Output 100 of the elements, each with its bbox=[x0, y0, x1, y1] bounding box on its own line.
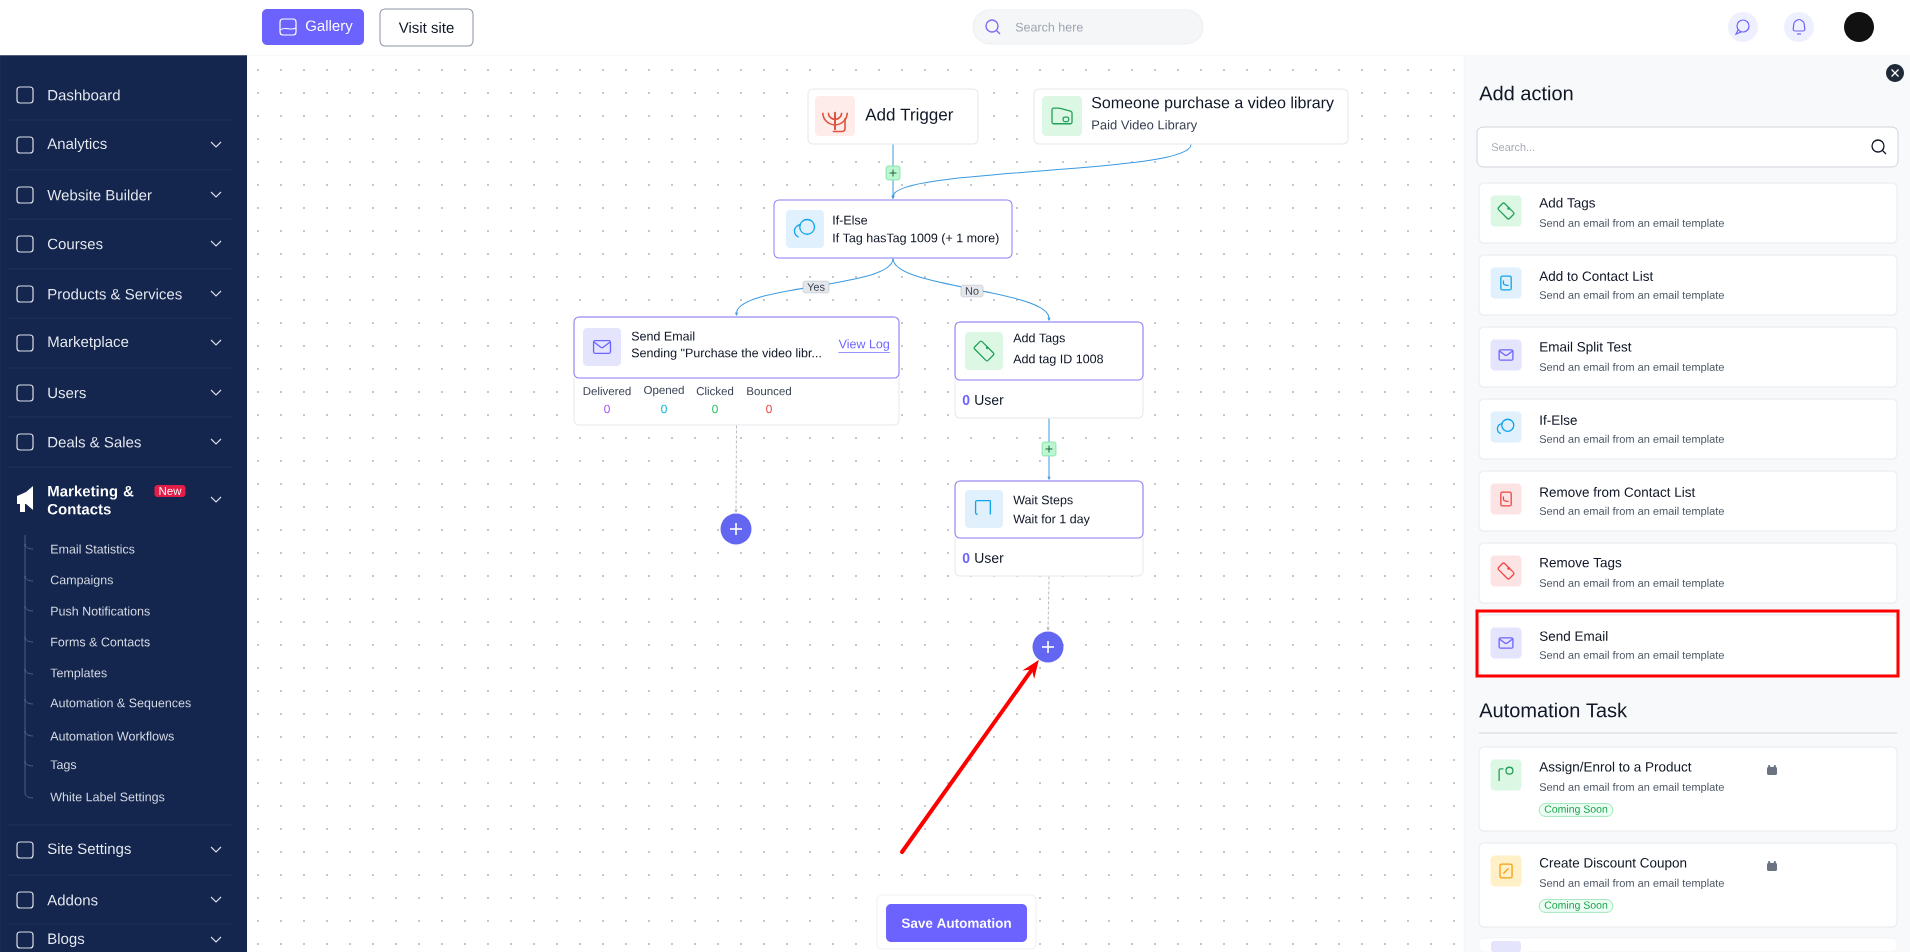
nav-subitem: Templates bbox=[50, 668, 107, 680]
step-title: If-Else bbox=[833, 215, 868, 225]
card-title: Add Tags bbox=[1539, 197, 1595, 211]
nav-item: Dashboard bbox=[48, 89, 120, 101]
stat-value: 0 bbox=[604, 404, 610, 414]
nav-item: Analytics bbox=[47, 138, 107, 152]
step-title: Send Email bbox=[631, 331, 695, 341]
user-count-label: User bbox=[975, 553, 1004, 563]
add-step-button bbox=[720, 513, 752, 545]
stat-label: Delivered bbox=[583, 386, 631, 396]
panel-heading: Add action bbox=[1479, 85, 1573, 101]
stat-label: Bounced bbox=[747, 386, 791, 396]
step-title: Add Tags bbox=[1013, 333, 1065, 345]
card-title: Add to Contact List bbox=[1539, 271, 1654, 281]
action-card bbox=[1478, 254, 1898, 316]
step-subtitle: Paid Video Library bbox=[1092, 119, 1198, 133]
card-title: Remove from Contact List bbox=[1540, 487, 1696, 497]
card-description: Send an email from an email template bbox=[1539, 290, 1724, 302]
action-card bbox=[1478, 182, 1898, 244]
card-description: Send an email from an email template bbox=[1539, 506, 1724, 518]
stat-value: 0 bbox=[712, 404, 718, 414]
card-description: Send an email from an email template bbox=[1539, 362, 1724, 374]
step-title: Add Trigger bbox=[865, 108, 954, 124]
action-card bbox=[1478, 937, 1898, 952]
nav-subitem: White Label Settings bbox=[50, 792, 165, 804]
nav-item: Users bbox=[48, 387, 86, 399]
step-subtitle: If Tag hasTag 1009 (+ 1 more) bbox=[833, 233, 999, 245]
stat-value: 0 bbox=[766, 404, 772, 414]
view-log-link: View Log bbox=[838, 339, 891, 353]
card-title: Create Discount Coupon bbox=[1539, 857, 1687, 871]
nav-subitem: Forms & Contacts bbox=[51, 637, 150, 647]
user-count: 0 bbox=[962, 395, 970, 405]
step-subtitle: Wait for 1 day bbox=[1013, 514, 1090, 526]
stat-label: Opened bbox=[644, 385, 684, 397]
nav-subitem: Tags bbox=[50, 760, 77, 772]
step-card bbox=[954, 480, 1144, 577]
save-button: Save Automation bbox=[886, 904, 1027, 942]
card-title: Send Email bbox=[1539, 631, 1608, 641]
action-card bbox=[1478, 542, 1898, 604]
nav-subitem: Automation & Sequences bbox=[50, 698, 191, 710]
connector bbox=[891, 144, 1192, 199]
card-description: Send an email from an email template bbox=[1539, 578, 1724, 590]
card-description: Send an email from an email template bbox=[1539, 878, 1724, 890]
nav-item: Marketplace bbox=[48, 336, 129, 350]
connector bbox=[735, 258, 894, 316]
user-count-label: User bbox=[975, 395, 1004, 405]
user-count: 0 bbox=[962, 553, 970, 563]
nav-item: Products & Services bbox=[48, 288, 182, 300]
edge-label: No bbox=[960, 284, 984, 298]
step-card bbox=[573, 316, 900, 426]
connector bbox=[1047, 455, 1051, 480]
connector bbox=[1048, 418, 1050, 443]
nav-subitem: Campaigns bbox=[50, 575, 113, 587]
add-step-button bbox=[1032, 631, 1064, 663]
card-title: Email Split Test bbox=[1540, 341, 1632, 355]
action-card bbox=[1478, 842, 1898, 928]
nav-subitem: Push Notifications bbox=[51, 606, 150, 616]
trigger-card bbox=[807, 88, 979, 145]
nav-item: Addons bbox=[47, 894, 98, 906]
card-title: Remove Tags bbox=[1540, 557, 1622, 571]
card-description: Send an email from an email template bbox=[1539, 782, 1724, 794]
nav-subitem: Automation Workflows bbox=[50, 731, 174, 741]
card-description: Send an email from an email template bbox=[1539, 218, 1724, 230]
action-card bbox=[1478, 470, 1898, 532]
connector bbox=[1046, 576, 1050, 631]
card-title: If-Else bbox=[1540, 415, 1577, 425]
connector bbox=[734, 425, 738, 513]
step-subtitle: Add tag ID 1008 bbox=[1013, 354, 1103, 366]
step-subtitle: Sending "Purchase the video libr... bbox=[631, 348, 821, 360]
action-card bbox=[1478, 326, 1898, 388]
action-card bbox=[1478, 746, 1898, 832]
visit-site-button: Visit site bbox=[379, 8, 474, 47]
nav-item: Blogs bbox=[48, 933, 85, 947]
step-title: Someone purchase a video library bbox=[1091, 96, 1334, 112]
nav-item: Deals & Sales bbox=[48, 436, 141, 448]
gallery-button: Gallery bbox=[262, 9, 364, 45]
card-title: Assign/Enrol to a Product bbox=[1539, 761, 1692, 775]
status-badge: Coming Soon bbox=[1539, 803, 1614, 817]
condition-card bbox=[773, 199, 1013, 259]
nav-subitem: Email Statistics bbox=[51, 544, 135, 554]
stat-label: Clicked bbox=[696, 386, 734, 396]
step-card bbox=[954, 321, 1144, 419]
status-badge: Coming Soon bbox=[1539, 899, 1614, 913]
nav-item: Website Builder bbox=[47, 189, 152, 201]
card-description: Send an email from an email template bbox=[1539, 650, 1724, 662]
step-title: Wait Steps bbox=[1013, 495, 1073, 507]
nav-item: Marketing & Contacts bbox=[47, 485, 134, 515]
search-field: Search... bbox=[1476, 126, 1899, 168]
nav-item: Courses bbox=[48, 238, 103, 250]
edge-label: Yes bbox=[802, 280, 830, 294]
add-step-button bbox=[1041, 441, 1057, 457]
stat-value: 0 bbox=[661, 404, 667, 414]
trigger-card bbox=[1033, 88, 1349, 145]
search-field: Search here bbox=[972, 9, 1204, 45]
action-card bbox=[1478, 398, 1898, 460]
nav-item: Site Settings bbox=[47, 843, 131, 857]
add-step-button bbox=[885, 165, 901, 181]
card-description: Send an email from an email template bbox=[1539, 434, 1724, 446]
connector bbox=[892, 144, 894, 167]
connector bbox=[892, 258, 1051, 321]
